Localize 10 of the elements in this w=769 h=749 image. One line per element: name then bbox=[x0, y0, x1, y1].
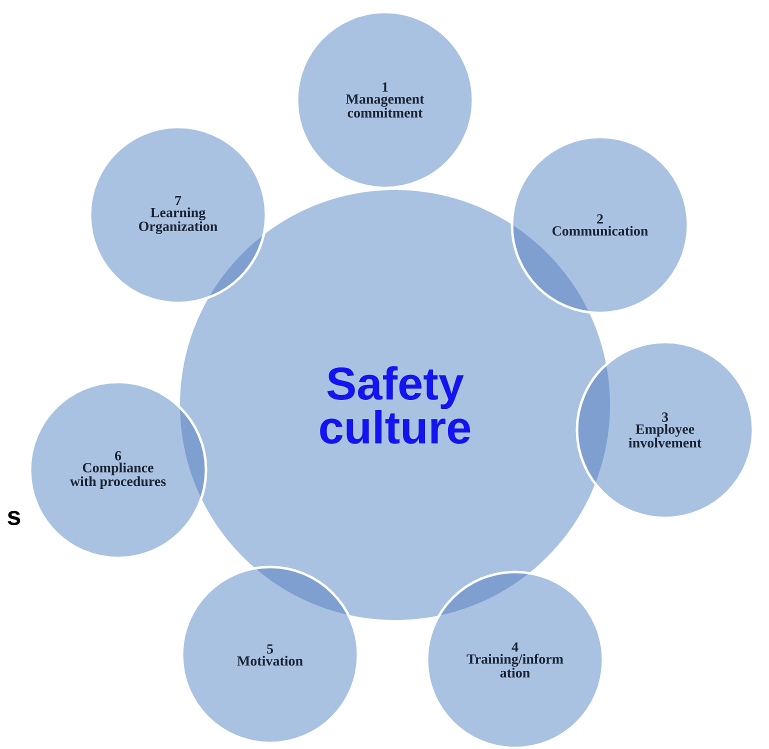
node-label: 5 bbox=[267, 644, 273, 654]
text-fragment: s bbox=[8, 510, 20, 526]
node-label: 4 bbox=[512, 642, 518, 652]
node-label: Compliance with procedures bbox=[70, 462, 166, 489]
node-label: Motivation bbox=[237, 656, 303, 666]
node-label: 6 bbox=[114, 451, 122, 460]
node-label: Safety culture bbox=[320, 366, 470, 444]
node-label: Training/inform ation bbox=[466, 654, 564, 678]
node-label: Employee involvement bbox=[628, 424, 702, 448]
node-label: 3 bbox=[662, 412, 668, 422]
